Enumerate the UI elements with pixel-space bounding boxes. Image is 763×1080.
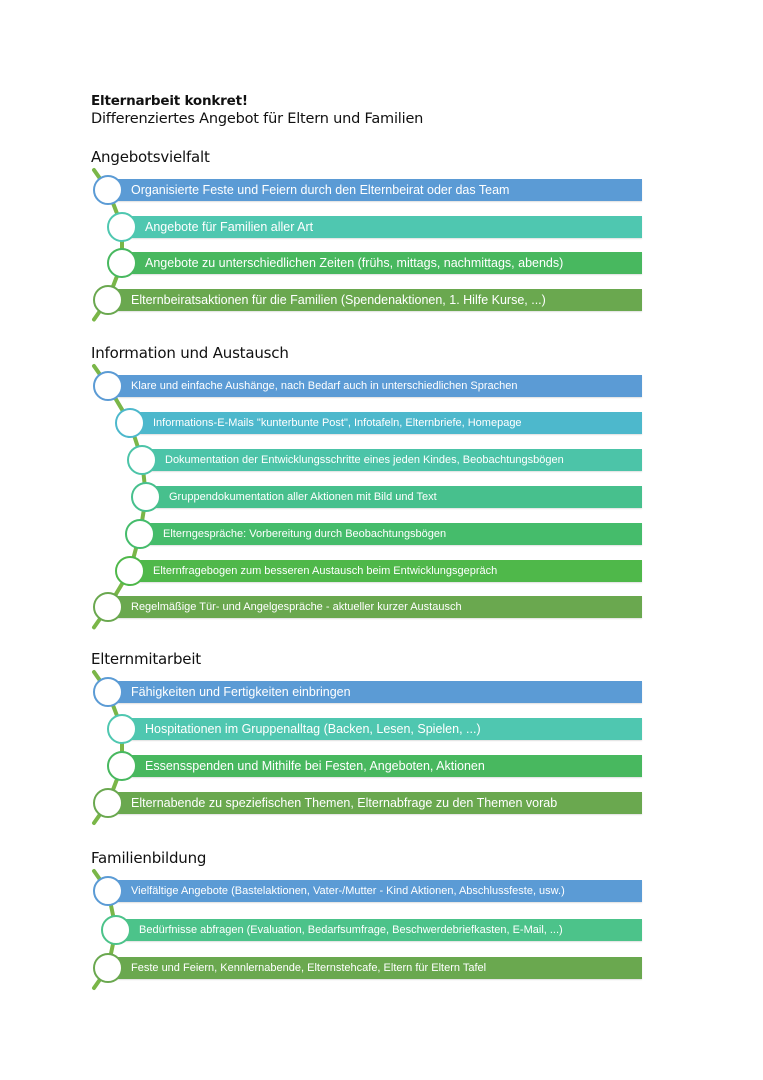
list-item-bar: Informations-E-Mails "kunterbunte Post",… [134, 411, 642, 434]
list-item-label: Bedürfnisse abfragen (Evaluation, Bedarf… [139, 923, 563, 936]
list-item-label: Elternbeiratsaktionen für die Familien (… [131, 292, 546, 307]
list-item-label: Organisierte Feste und Feiern durch den … [131, 183, 510, 197]
list-item-label: Dokumentation der Entwicklungsschritte e… [165, 453, 564, 466]
list-item-bar: Regelmäßige Tür- und Angelgespräche - ak… [112, 596, 642, 619]
list-item-bullet-circle [93, 371, 123, 401]
list-item-bullet-circle [93, 876, 123, 906]
list-item-bullet-circle [93, 677, 123, 707]
list-item-bar: Feste und Feiern, Kennlernabende, Eltern… [112, 957, 642, 979]
list-item-bar: Elternbeiratsaktionen für die Familien (… [112, 288, 642, 311]
list-item-label: Hospitationen im Gruppenalltag (Backen, … [145, 722, 481, 736]
list-item-bullet-circle [107, 248, 137, 278]
list-item-bar: Elterngespräche: Vorbereitung durch Beob… [144, 522, 642, 545]
section-heading-angebotsvielfalt: Angebotsvielfalt [91, 148, 210, 166]
list-item-bar: Organisierte Feste und Feiern durch den … [112, 179, 642, 201]
list-item-bullet-circle [107, 751, 137, 781]
list-item-label: Vielfältige Angebote (Bastelaktionen, Va… [131, 885, 565, 897]
diagram-angebotsvielfalt: Organisierte Feste und Feiern durch den … [88, 168, 648, 322]
list-item-bar: Bedürfnisse abfragen (Evaluation, Bedarf… [120, 918, 642, 941]
section-heading-familienbildung: Familienbildung [91, 849, 207, 867]
list-item-bullet-circle [107, 211, 137, 242]
list-item-bullet-circle [115, 555, 145, 586]
list-item-label: Klare und einfache Aushänge, nach Bedarf… [131, 380, 518, 392]
list-item-bullet-circle [101, 914, 131, 945]
list-item-bar: Angebote für Familien aller Art [126, 215, 642, 238]
diagram-information-und-austausch: Klare und einfache Aushänge, nach Bedarf… [88, 364, 648, 630]
list-item-label: Feste und Feiern, Kennlernabende, Eltern… [131, 962, 487, 974]
list-item-bullet-circle [93, 788, 123, 818]
list-item-bullet-circle [131, 481, 161, 512]
list-item-label: Regelmäßige Tür- und Angelgespräche - ak… [131, 601, 462, 614]
list-item-bar: Fähigkeiten und Fertigkeiten einbringen [112, 681, 642, 703]
section-heading-elternmitarbeit: Elternmitarbeit [91, 650, 201, 668]
list-item-label: Angebote zu unterschiedlichen Zeiten (fr… [145, 256, 564, 270]
list-item-bar: Hospitationen im Gruppenalltag (Backen, … [126, 718, 642, 740]
diagram-familienbildung: Vielfältige Angebote (Bastelaktionen, Va… [88, 869, 648, 990]
list-item-label: Essensspenden und Mithilfe bei Festen, A… [145, 759, 485, 773]
list-item-bullet-circle [93, 284, 123, 315]
list-item-bar: Elternfragebogen zum besseren Austausch … [134, 559, 642, 582]
list-item-label: Elterngespräche: Vorbereitung durch Beob… [163, 527, 447, 540]
section-heading-information-und-austausch: Information und Austausch [91, 344, 289, 362]
list-item-bullet-circle [107, 714, 137, 744]
list-item-bar: Elternabende zu speziefischen Themen, El… [112, 792, 642, 814]
list-item-bar: Dokumentation der Entwicklungsschritte e… [146, 448, 642, 471]
list-item-bullet-circle [127, 444, 157, 475]
list-item-bar: Klare und einfache Aushänge, nach Bedarf… [112, 375, 642, 397]
list-item-bullet-circle [93, 953, 123, 983]
list-item-label: Fähigkeiten und Fertigkeiten einbringen [131, 685, 351, 699]
list-item-bar: Essensspenden und Mithilfe bei Festen, A… [126, 755, 642, 777]
list-item-label: Angebote für Familien aller Art [145, 219, 314, 234]
list-item-bar: Angebote zu unterschiedlichen Zeiten (fr… [126, 252, 642, 274]
document-subtitle: Differenziertes Angebot für Eltern und F… [91, 111, 424, 127]
list-item-bullet-circle [125, 518, 155, 549]
list-item-label: Informations-E-Mails "kunterbunte Post",… [153, 416, 522, 429]
list-item-bullet-circle [115, 407, 145, 438]
list-item-label: Gruppendokumentation aller Aktionen mit … [169, 490, 437, 503]
list-item-bar: Vielfältige Angebote (Bastelaktionen, Va… [112, 880, 642, 902]
list-item-label: Elternabende zu speziefischen Themen, El… [131, 796, 558, 810]
list-item-bar: Gruppendokumentation aller Aktionen mit … [150, 485, 642, 508]
document-title: Elternarbeit konkret! [91, 93, 248, 109]
list-item-bullet-circle [93, 175, 123, 205]
list-item-label: Elternfragebogen zum besseren Austausch … [153, 564, 498, 577]
list-item-bullet-circle [93, 592, 123, 623]
